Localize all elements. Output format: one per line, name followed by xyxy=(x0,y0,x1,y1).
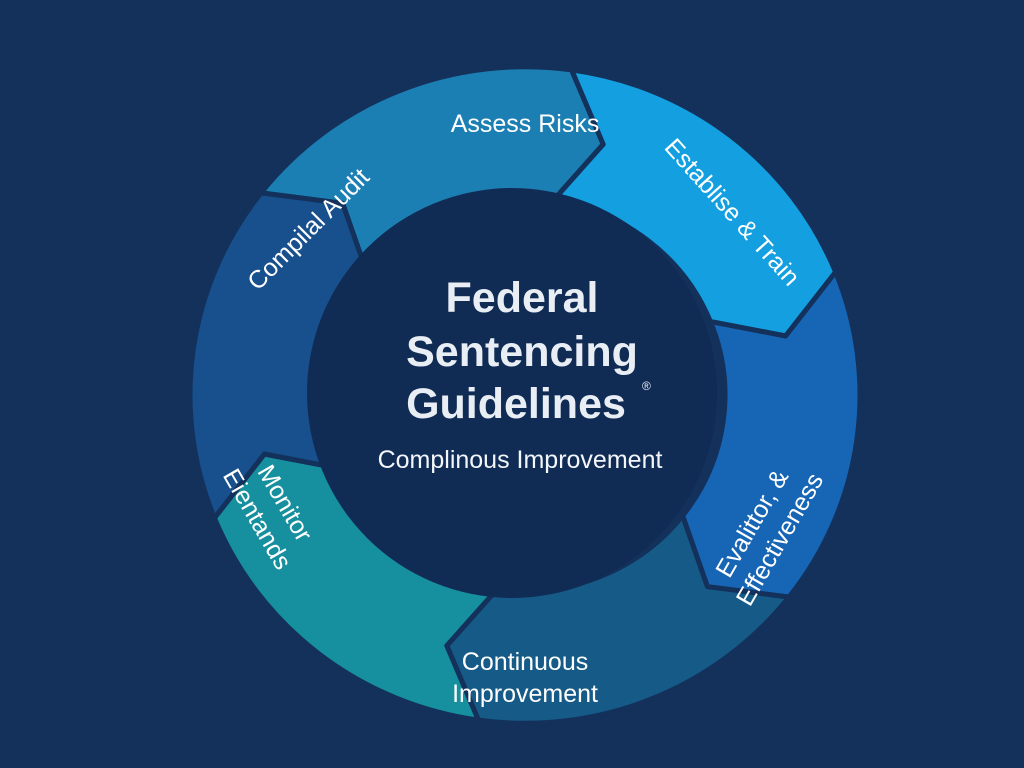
segment-label-assess-risks-line-1: Assess Risks xyxy=(451,110,600,138)
title-line-3: Guidelines xyxy=(406,380,626,428)
registered-mark: ® xyxy=(642,379,651,393)
segment-label-continuous-improvement-line-2: Improvement xyxy=(452,680,598,708)
title-line-1: Federal xyxy=(446,274,599,322)
center-subtitle: Complinous Improvement xyxy=(378,446,663,474)
segments-layer xyxy=(187,64,863,726)
center-disc xyxy=(307,188,717,598)
segment-label-continuous-improvement-line-1: Continuous xyxy=(462,648,588,676)
title-line-2: Sentencing xyxy=(406,328,638,376)
segment-label-assess-risks: Assess Risks xyxy=(451,110,600,138)
